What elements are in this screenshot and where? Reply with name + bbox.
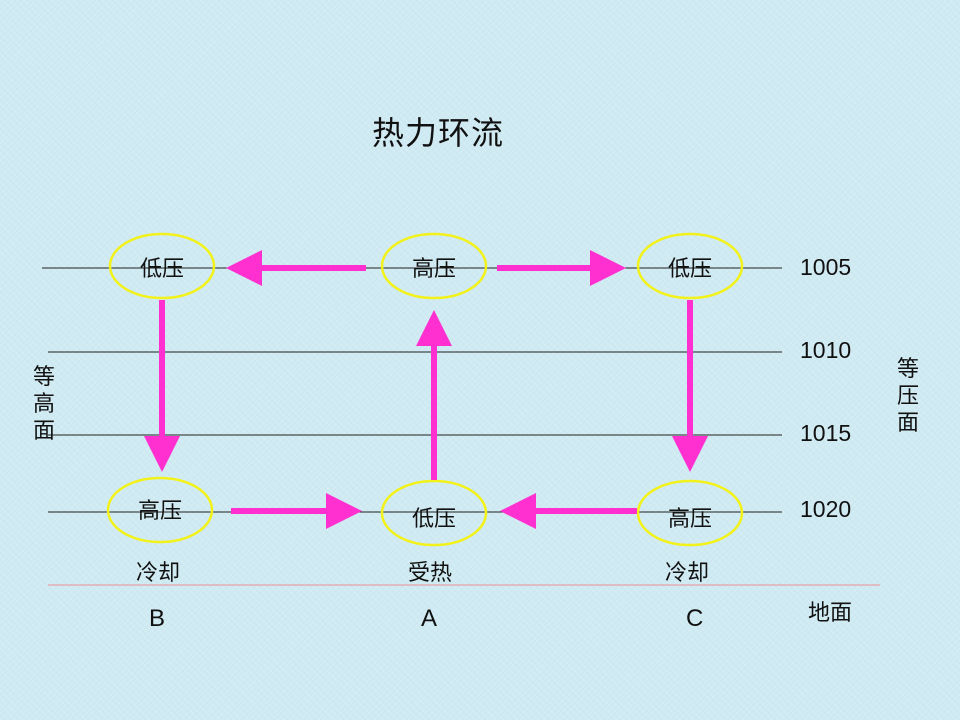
node-label-bottom-center: 低压 <box>411 507 457 532</box>
node-label-top-center: 高压 <box>411 257 457 282</box>
node-ellipse-top-center <box>380 232 488 300</box>
ground-label: 地面 <box>808 601 853 626</box>
process-label-cooling-left: 冷却 <box>136 561 181 586</box>
node-ellipse-top-left <box>108 232 216 300</box>
node-ellipse-bottom-right <box>636 479 744 547</box>
isobar-label-1005: 1005 <box>800 254 852 280</box>
node-ellipse-top-right <box>636 232 744 300</box>
node-ellipse-bottom-center <box>380 479 488 547</box>
isobar-label-1015: 1015 <box>800 420 852 446</box>
point-label-b: B <box>149 605 166 632</box>
isobar-label-1010: 1010 <box>800 337 852 363</box>
point-label-a: A <box>421 605 438 632</box>
point-label-c: C <box>686 605 704 632</box>
node-label-top-left: 低压 <box>139 257 185 282</box>
process-label-heating: 受热 <box>408 561 453 586</box>
node-ellipse-bottom-left <box>106 476 214 544</box>
node-label-top-right: 低压 <box>667 257 713 282</box>
diagram-title: 热力环流 <box>372 114 505 152</box>
equal-pressure-surface-label: 等压面 <box>896 357 919 436</box>
equal-height-surface-label: 等高面 <box>32 365 55 444</box>
process-label-cooling-right: 冷却 <box>665 561 710 586</box>
node-label-bottom-left: 高压 <box>137 499 183 524</box>
node-label-bottom-right: 高压 <box>667 507 713 532</box>
isobar-label-1020: 1020 <box>800 496 852 522</box>
